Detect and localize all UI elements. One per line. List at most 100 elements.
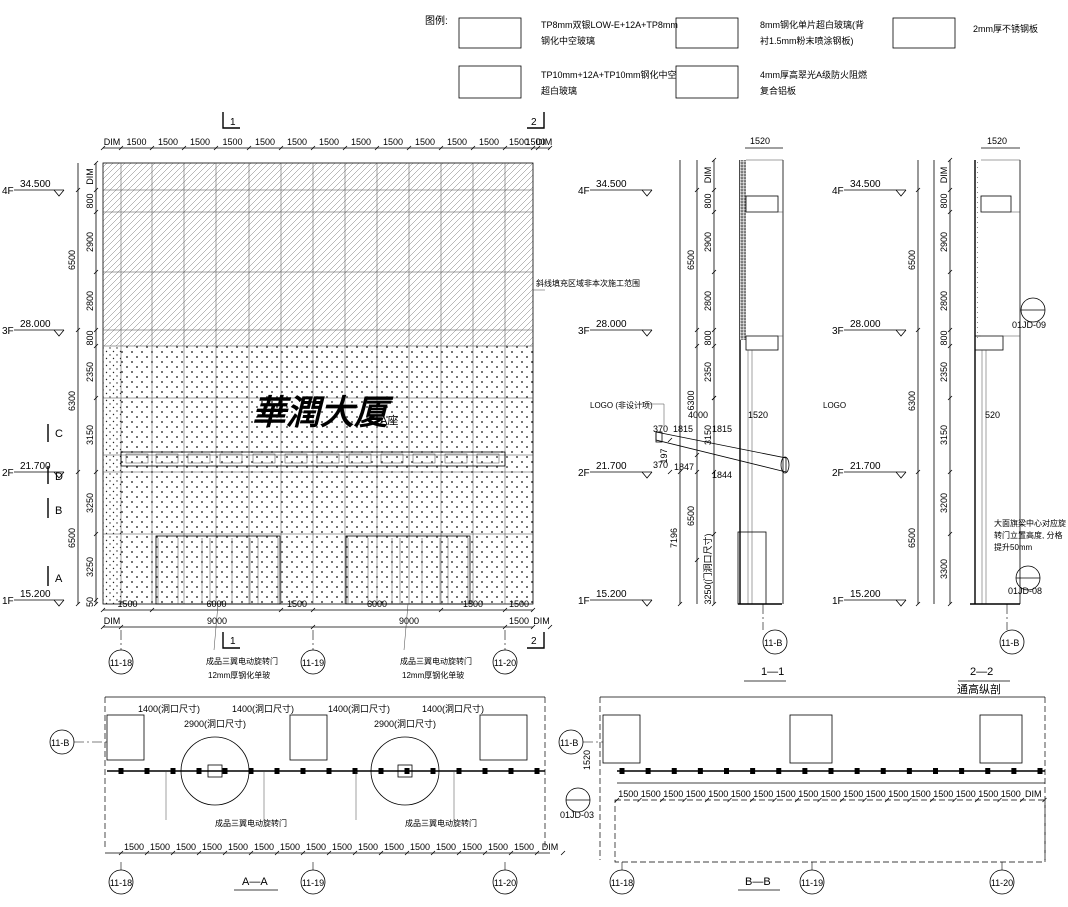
dim-tick: [470, 145, 476, 151]
legend-text: 8mm钢化单片超白玻璃(背: [760, 19, 864, 30]
level-value: 21.700: [850, 461, 881, 472]
row-axis: 11-B: [558, 729, 603, 755]
level-triangle: [641, 471, 653, 479]
facade-post: [274, 768, 280, 774]
door-note: 成品三翼电动旋转门: [400, 656, 472, 666]
facade-post: [248, 768, 254, 774]
dim-label: 3250: [85, 493, 95, 513]
plan-a-a: 1400(洞口尺寸) 1400(洞口尺寸) 1400(洞口尺寸) 1400(洞口…: [49, 696, 566, 895]
facade-posts: [619, 768, 1043, 774]
note-line: 转门立置高度, 分格: [994, 530, 1062, 540]
detail-callout-01jd-03: 01JD-03: [560, 787, 594, 820]
dim-tick: [534, 850, 540, 856]
dim-label: 9000: [399, 616, 419, 626]
facade-post: [430, 768, 436, 774]
dim-tick: [694, 452, 700, 458]
dim-label: 2800: [939, 291, 949, 311]
facade-post: [508, 768, 514, 774]
dim-label: 1500: [415, 137, 435, 147]
dim-tick: [667, 469, 673, 475]
section-1-1: DIM8002900280080023506300315019771966500…: [578, 136, 790, 682]
dim-tick: [93, 269, 99, 275]
dim-tick: [118, 624, 124, 630]
facade-post: [118, 768, 124, 774]
dim-tick: [711, 327, 717, 333]
dim-tick: [274, 850, 280, 856]
dim-label: 1500: [124, 842, 144, 852]
dim-label: 2900: [939, 232, 949, 252]
dim-label: 1500: [384, 842, 404, 852]
dim-tick: [839, 797, 845, 803]
dim-tick: [682, 797, 687, 803]
glass-zone: [121, 346, 533, 604]
door-note: 12mm厚钢化单玻: [402, 670, 464, 680]
dim-tick: [310, 624, 316, 630]
legend-text: 衬1.5mm粉末喷涂钢板): [760, 35, 854, 46]
glass-edge-zone: [103, 346, 121, 604]
dim-tick: [711, 395, 717, 401]
dim-tick: [222, 850, 228, 856]
dim-label: 1400(洞口尺寸): [328, 703, 390, 714]
revolving-door-plan: [355, 736, 455, 820]
dim-tick: [93, 343, 99, 349]
zone-marker-c: C: [55, 428, 63, 440]
dim-tick: [614, 797, 620, 803]
section-2-subtitle: 通高纵剖: [957, 682, 1001, 696]
dim-label: 800: [703, 193, 713, 208]
dim-label: 1500: [866, 789, 886, 799]
dim-label: 197: [659, 448, 669, 463]
level-value: 15.200: [20, 589, 51, 600]
dim-label: 1500: [358, 842, 378, 852]
dim-label: 1500: [447, 137, 467, 147]
text: 11-B: [51, 738, 69, 748]
dim-label: 1500: [383, 137, 403, 147]
dim-label: 1500: [776, 789, 796, 799]
door-note: 12mm厚钢化单玻: [208, 670, 270, 680]
section-mark: 2: [531, 117, 537, 128]
dim-label: 1500: [708, 789, 728, 799]
note-line: 提升50mm: [994, 542, 1033, 552]
dim-tick: [430, 850, 436, 856]
level-value: 15.200: [596, 589, 627, 600]
level-value: 28.000: [596, 319, 627, 330]
level-value: 28.000: [20, 319, 51, 330]
dim-label: 4000: [688, 410, 708, 420]
section-1-title: 1—1: [761, 666, 784, 678]
dim-tick: [1042, 797, 1047, 803]
dim-tick: [93, 209, 99, 215]
dim-label: 1500: [332, 842, 352, 852]
dim-label: 6500: [907, 250, 917, 270]
dim-tick: [93, 160, 99, 166]
building-logo-suffix: A座: [380, 413, 398, 427]
dim-tick: [213, 145, 219, 151]
facade-post: [222, 768, 228, 774]
dim-label: 1500: [280, 842, 300, 852]
legend-text: 超白玻璃: [541, 85, 577, 96]
dim-label: 1500: [190, 137, 210, 147]
dim-label: 800: [85, 330, 95, 345]
dim-label: 1500: [663, 789, 683, 799]
dim-tick: [694, 469, 700, 475]
level-value: 34.500: [850, 179, 881, 190]
transoms: [103, 189, 533, 535]
section-mark: 2: [531, 636, 537, 647]
dim-tick: [659, 797, 665, 803]
facade-post: [196, 768, 202, 774]
facade-post: [1011, 768, 1017, 774]
dim-tick: [694, 343, 700, 349]
grid-axis-label: 11-20: [991, 878, 1013, 888]
dim-tick: [947, 269, 953, 275]
grid-axis-label: 11-20: [494, 878, 516, 888]
grid-axis-label: 11-18: [611, 878, 633, 888]
facade-post: [671, 768, 677, 774]
dim-label: 1500: [753, 789, 773, 799]
section-cut-1: 1 1: [222, 112, 240, 649]
row-axis: 11-B: [49, 729, 107, 755]
dim-label: 1500: [254, 842, 274, 852]
level-value: 21.700: [596, 461, 627, 472]
dim-label: 3150: [85, 425, 95, 445]
